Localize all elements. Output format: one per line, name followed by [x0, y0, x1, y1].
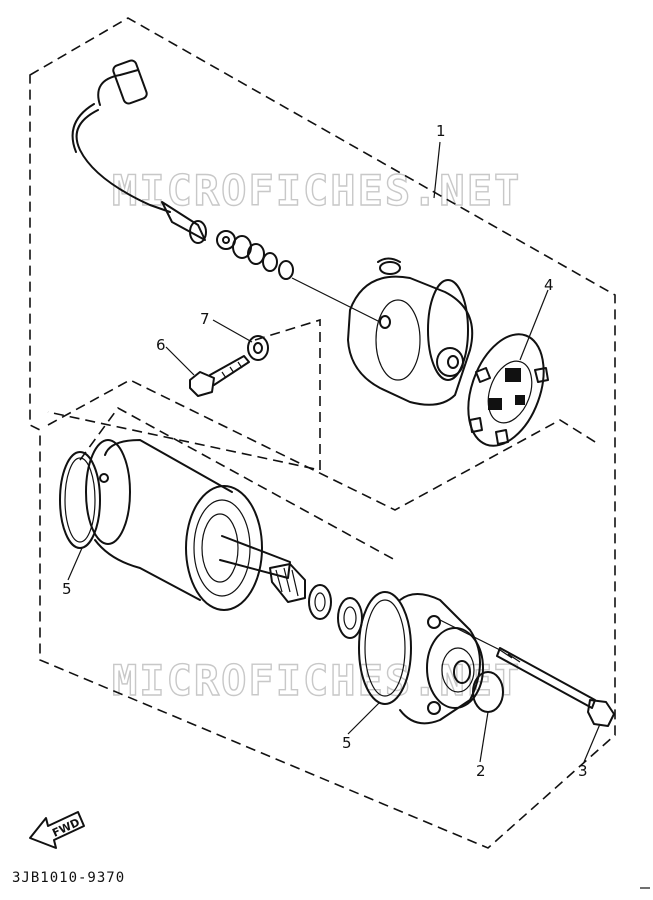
front-cover — [399, 593, 484, 725]
shims — [308, 584, 363, 639]
inner-boundary-lower — [47, 379, 601, 511]
inner-boundary-middle — [79, 406, 396, 561]
leader-lines — [67, 141, 601, 763]
callout-2: 2 — [476, 762, 486, 780]
watermark-bottom: MICROFICHES.NET — [112, 656, 521, 705]
fwd-arrow-icon: FWD — [29, 811, 85, 849]
o-ring-5-front — [358, 591, 412, 705]
lead-wire — [71, 59, 207, 244]
callout-3: 3 — [578, 762, 588, 780]
inner-boundary-upper — [47, 318, 321, 471]
outer-assembly-boundary — [29, 17, 616, 849]
yoke-armature — [85, 439, 306, 611]
callout-7: 7 — [200, 310, 210, 328]
washer-7 — [247, 335, 269, 361]
fwd-label: FWD — [50, 816, 82, 840]
rear-cover — [347, 257, 474, 406]
watermark-top: MICROFICHES.NET — [112, 166, 521, 215]
callout-5-rear: 5 — [62, 580, 72, 598]
brush-holder-4 — [467, 333, 549, 447]
callout-6: 6 — [156, 336, 166, 354]
terminal-washers — [216, 230, 381, 323]
through-bolt-3 — [439, 619, 615, 727]
diagram-code: 3JB1010-9370 — [12, 870, 125, 886]
callout-4: 4 — [544, 276, 554, 294]
callout-1: 1 — [436, 122, 446, 140]
callout-5-front: 5 — [342, 734, 352, 752]
o-ring-5-rear — [59, 451, 101, 549]
bolt-6 — [189, 355, 250, 397]
